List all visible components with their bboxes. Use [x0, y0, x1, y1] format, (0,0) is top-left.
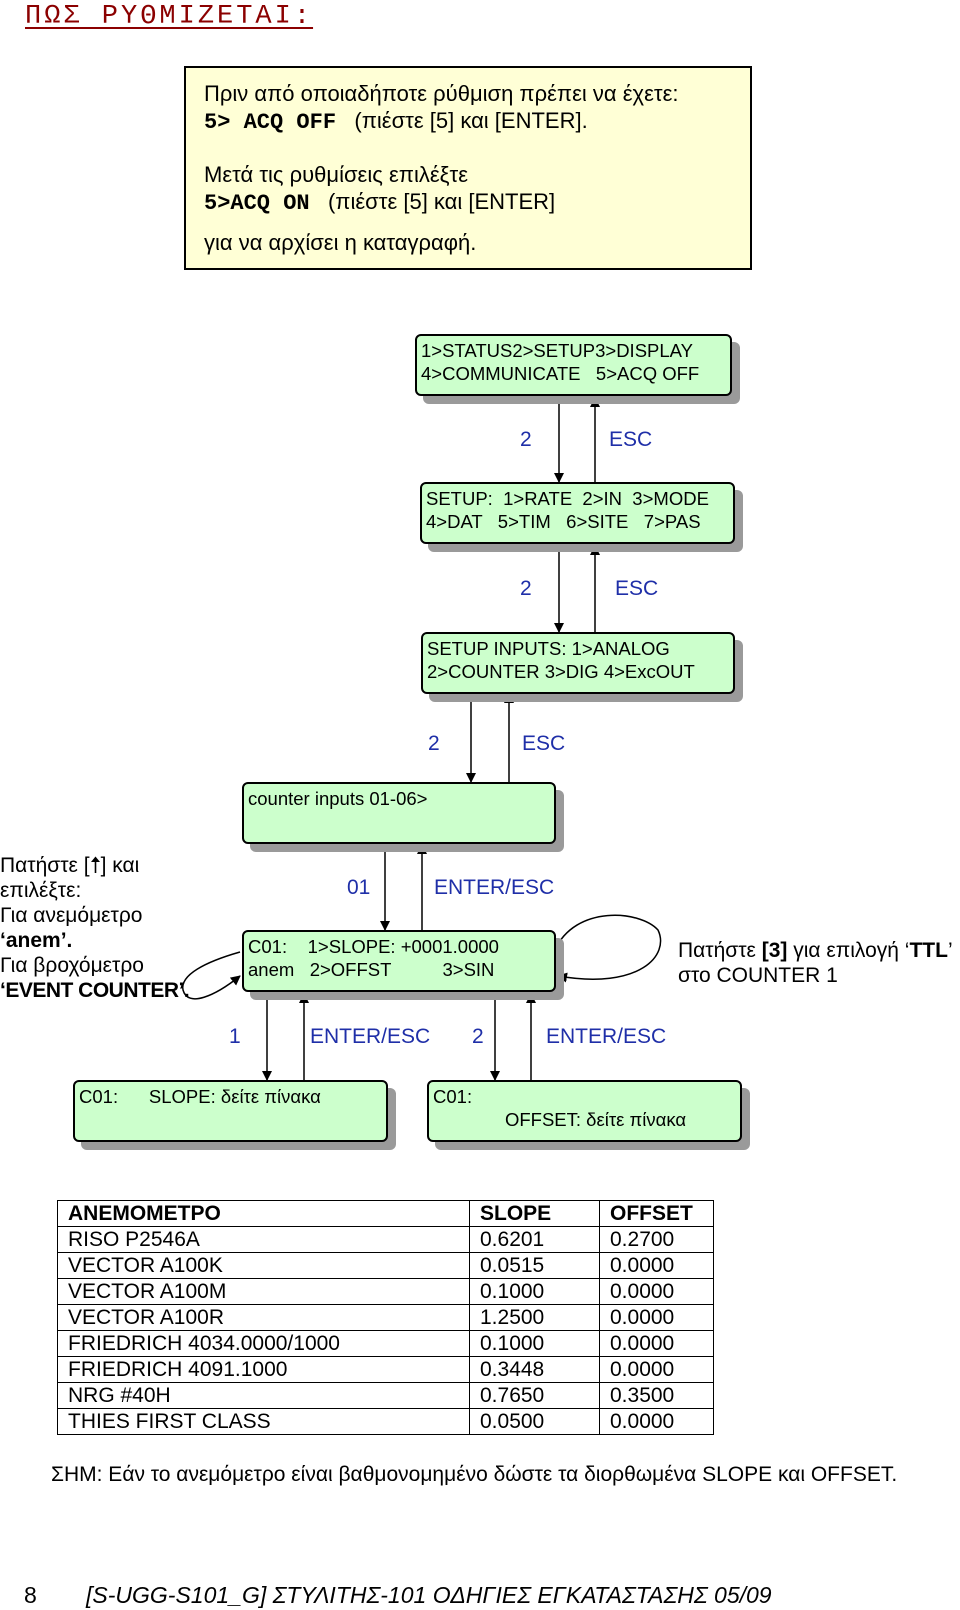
up-arrow-icon	[90, 856, 100, 873]
loop-arrow-left	[182, 951, 241, 1000]
left-instruction-note: Πατήστε [] και επιλέξτε: Για ανεμόμετρο …	[0, 853, 190, 1003]
lcd-main-menu: 1>STATUS2>SETUP3>DISPLAY 4>COMMUNICATE 5…	[415, 334, 732, 396]
note-acq-on-hint: (πιέστε [5] και [ENTER]	[327, 189, 556, 214]
table-cell: THIES FIRST CLASS	[57, 1408, 470, 1435]
table-cell: 0.0000	[599, 1304, 714, 1331]
table-cell: VECTOR A100K	[57, 1252, 470, 1279]
table-cell: 0.0500	[469, 1408, 600, 1435]
key-2-label: 2	[472, 1025, 484, 1048]
right-instruction-note: Πατήστε [3] για επιλογή ‘TTL’ στο COUNTE…	[678, 938, 953, 988]
right-note-line-1: Πατήστε [3] για επιλογή ‘TTL’	[678, 939, 953, 962]
table-cell: 0.6201	[469, 1226, 600, 1253]
note-line-2: 5> ACQ OFF (πιέστε [5] και [ENTER].	[204, 107, 750, 136]
left-note-line-3: Για ανεμόμετρο	[0, 904, 143, 927]
lcd-setup-menu: SETUP: 1>RATE 2>IN 3>MODE 4>DAT 5>TIM 6>…	[420, 482, 735, 544]
lcd-slope: C01: SLOPE: δείτε πίνακα	[73, 1080, 388, 1142]
table-cell: 0.0000	[599, 1330, 714, 1357]
key-01-label: 01	[347, 876, 371, 899]
table-cell: 0.0000	[599, 1278, 714, 1305]
esc-label: ESC	[522, 732, 566, 755]
note-acq-on-code: 5>ACQ ON	[204, 191, 310, 216]
table-cell: 0.1000	[469, 1330, 600, 1357]
lcd-offset: C01: OFFSET: δείτε πίνακα	[427, 1080, 742, 1142]
key-2-label: 2	[520, 577, 532, 600]
note-line-1: Πριν από οποιαδήποτε ρύθμιση πρέπει να έ…	[204, 81, 679, 106]
table-cell: FRIEDRICH 4034.0000/1000	[57, 1330, 470, 1357]
table-cell: 0.2700	[599, 1226, 714, 1253]
table-cell: VECTOR A100R	[57, 1304, 470, 1331]
left-note-line-6: ‘EVENT COUNTER’.	[0, 979, 190, 1002]
enter-esc-label: ENTER/ESC	[546, 1025, 667, 1048]
enter-esc-label: ENTER/ESC	[434, 876, 555, 899]
left-note-line-4: ‘anem’.	[0, 929, 73, 952]
left-note-line-1: Πατήστε [] και	[0, 854, 140, 877]
note-line-5: για να αρχίσει η καταγραφή.	[204, 230, 477, 255]
table-cell: 0.0000	[599, 1408, 714, 1435]
table-cell: 0.3448	[469, 1356, 600, 1383]
key-1-label: 1	[229, 1025, 241, 1048]
key-2-label: 2	[428, 732, 440, 755]
table-cell: 0.0000	[599, 1356, 714, 1383]
table-header-row: ΑΝΕΜΟΜΕΤΡΟ SLOPE OFFSET	[57, 1200, 714, 1227]
table-cell: 0.3500	[599, 1382, 714, 1409]
table-cell: 1.2500	[469, 1304, 600, 1331]
column-header: OFFSET	[599, 1200, 714, 1227]
calibration-note: ΣΗΜ: Εάν το ανεμόμετρο είναι βαθμονομημέ…	[51, 1463, 898, 1486]
lcd-setup-inputs: SETUP INPUTS: 1>ANALOG 2>COUNTER 3>DIG 4…	[421, 632, 735, 694]
esc-label: ESC	[615, 577, 659, 600]
note-acq-off-hint: (πιέστε [5] και [ENTER].	[354, 108, 588, 133]
enter-esc-label: ENTER/ESC	[310, 1025, 431, 1048]
table-cell: 0.7650	[469, 1382, 600, 1409]
table-cell: VECTOR A100M	[57, 1278, 470, 1305]
left-note-line-2: επιλέξτε:	[0, 879, 82, 902]
document-reference: [S-UGG-S101_G] ΣΤΥΛΙΤΗΣ-101 ΟΔΗΓΙΕΣ ΕΓΚΑ…	[86, 1582, 772, 1608]
right-note-line-2: στο COUNTER 1	[678, 964, 838, 987]
table-cell: 0.0000	[599, 1252, 714, 1279]
table-cell: RISO P2546A	[57, 1226, 470, 1253]
table-cell: 0.0515	[469, 1252, 600, 1279]
note-line-4: 5>ACQ ON (πιέστε [5] και [ENTER]	[204, 188, 750, 217]
page-title: ΠΩΣ ΡΥΘΜΙΖΕΤΑΙ:	[25, 2, 314, 32]
key-2-label: 2	[520, 428, 532, 451]
left-note-line-5: Για βροχόμετρο	[0, 954, 144, 977]
page-number: 8	[24, 1582, 37, 1608]
table-cell: 0.1000	[469, 1278, 600, 1305]
table-cell: NRG #40H	[57, 1382, 470, 1409]
note-acq-off-code: 5> ACQ OFF	[204, 110, 337, 135]
loop-arrow-right	[554, 914, 662, 983]
column-header: ΑΝΕΜΟΜΕΤΡΟ	[57, 1200, 470, 1227]
instruction-note: Πριν από οποιαδήποτε ρύθμιση πρέπει να έ…	[184, 66, 752, 270]
column-header: SLOPE	[469, 1200, 600, 1227]
note-line-3: Μετά τις ρυθμίσεις επιλέξτε	[204, 162, 468, 187]
lcd-counter-inputs: counter inputs 01-06>	[242, 782, 556, 844]
lcd-c01: C01: 1>SLOPE: +0001.0000 anem 2>OFFST 3>…	[242, 930, 556, 992]
table-cell: FRIEDRICH 4091.1000	[57, 1356, 470, 1383]
esc-label: ESC	[609, 428, 653, 451]
